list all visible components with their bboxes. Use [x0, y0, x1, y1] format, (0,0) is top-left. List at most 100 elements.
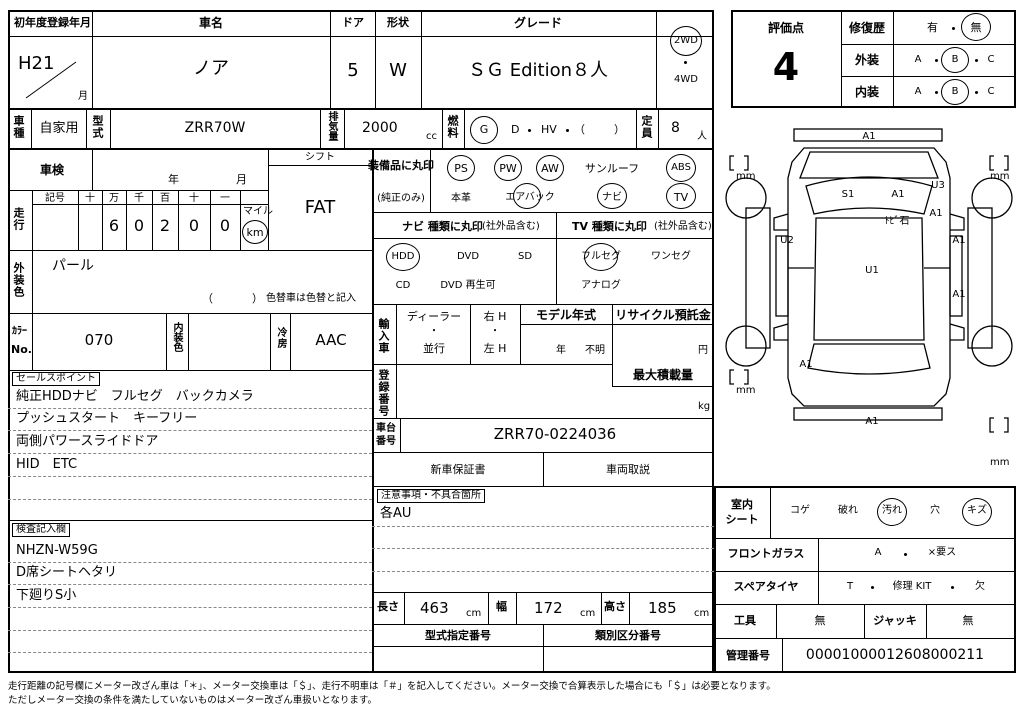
navi-hdd: HDD: [391, 251, 415, 262]
int-grade-b-circle: [941, 79, 969, 105]
mark-right-door: A1: [952, 235, 966, 246]
mileage-digit-4: 2: [159, 216, 171, 235]
import-right-h: 右 H: [483, 310, 507, 323]
int-grade-c: C: [987, 86, 995, 97]
score-label: 評価点: [767, 21, 805, 35]
width-unit: cm: [580, 608, 596, 619]
mileage-digit-3: 0: [133, 216, 145, 235]
width-label: 幅: [496, 600, 507, 613]
import-dealer: ディーラー: [406, 310, 462, 323]
ext-grade-a: A: [914, 54, 922, 65]
equip-leather: 本革: [451, 193, 471, 204]
navi-type-label: ナビ 種類に丸印: [402, 220, 483, 233]
drive-2wd-circle: [670, 26, 702, 56]
max-load-kg: kg: [698, 401, 711, 412]
height-value: 185: [648, 599, 677, 617]
exterior-grade-label: 外装: [854, 53, 880, 67]
ext-color-value: パール: [52, 258, 94, 274]
mileage-label: 走行: [12, 207, 25, 231]
inspection-line-1: NHZN‐W59G: [16, 543, 98, 558]
navi-sd: SD: [517, 251, 533, 262]
mark-fender-right-2: A1: [929, 208, 943, 219]
tv-oneseg: ワンセグ: [651, 251, 691, 262]
navi-dvd-play: DVD 再生可: [440, 280, 496, 291]
mileage-mile: マイル: [243, 206, 273, 217]
doc-warranty: 新車保証書: [430, 463, 486, 476]
ac-label: 冷房: [275, 327, 286, 349]
notes-value: 各AU: [380, 506, 412, 521]
ext-grade-b-circle: [941, 47, 969, 73]
ext-color-note: 色替車は色替と記入: [266, 293, 356, 304]
ext-color-note-open: （: [202, 292, 213, 305]
repair-yes: 有: [927, 21, 938, 34]
category-number-label: 類別区分番号: [595, 629, 661, 642]
car-name-value: ノア: [193, 58, 229, 79]
sales-line-4: HID ETC: [16, 457, 78, 472]
spare-tire-none: 欠: [975, 581, 985, 592]
equip-ps: PS: [454, 162, 468, 175]
model-year-unknown: 不明: [585, 345, 605, 356]
grade-value: ＳＧ Edition８人: [467, 60, 609, 81]
repair-no-circle: [961, 13, 991, 41]
import-left-h: 左 H: [483, 342, 507, 355]
length-value: 463: [420, 599, 449, 617]
equip-airbag: エアバック: [505, 192, 555, 203]
windshield-label: フロントガラス: [727, 547, 805, 560]
inspection-line-3: 下廻りS小: [16, 588, 77, 603]
equip-pw: PW: [499, 162, 517, 175]
grade-label: グレード: [513, 16, 563, 30]
tools-label: 工具: [734, 614, 756, 627]
fuel-g-circle: [470, 116, 498, 144]
category-value: 自家用: [39, 121, 79, 136]
mark-windshield: ﾄﾋﾞ石: [884, 216, 910, 227]
sheet-stain-circle: [877, 498, 907, 526]
sheet-scratch-circle: [962, 498, 992, 526]
category-label: 車種: [12, 115, 25, 139]
import-dot-2: ・: [490, 326, 500, 337]
recycle-yen: 円: [698, 345, 708, 356]
reg-year-slash: [25, 61, 77, 99]
hdd-circle: [386, 243, 420, 271]
mileage-unit-3: 千: [134, 193, 144, 204]
equip-aw: AW: [541, 162, 559, 175]
spare-tire-t: T: [846, 581, 854, 592]
ext-color-label: 外装色: [12, 262, 25, 298]
model-year-unit: 年: [556, 345, 566, 356]
tv-fullseg: フルセグ: [581, 251, 621, 262]
fuel-other-close: ）: [614, 123, 625, 136]
equip-sunroof: サンルーフ: [584, 162, 640, 175]
sheet-hole: 穴: [930, 505, 940, 516]
doc-manual: 車両取説: [606, 463, 650, 476]
mark-left-quarter: A1: [799, 359, 813, 370]
tread-mm-fr: mm: [990, 171, 1010, 182]
interior-sheet-label-2: シート: [725, 513, 759, 526]
ext-color-note-close: ）: [252, 292, 263, 305]
int-grade-a: A: [914, 86, 922, 97]
interior-sheet-label-1: 室内: [731, 498, 753, 511]
navi-dvd: DVD: [456, 251, 480, 262]
mark-hood-left: S1: [841, 189, 855, 200]
height-unit: cm: [694, 608, 710, 619]
score-value: 4: [772, 45, 800, 89]
mark-right-rear: A1: [952, 289, 966, 300]
capacity-label: 定員: [640, 115, 653, 139]
navi-cd: CD: [395, 280, 411, 291]
inspection-line-2: D席シートヘタリ: [16, 565, 118, 580]
car-name-label: 車名: [198, 16, 224, 30]
mileage-unit-5: 十: [189, 193, 199, 204]
sales-points-label: セールスポイント: [12, 372, 100, 386]
shift-value: FAT: [304, 197, 336, 218]
fullseg-circle: [584, 243, 618, 271]
shaken-year: 年: [168, 173, 179, 186]
jack-label: ジャッキ: [873, 614, 917, 627]
chassis-label-1: 車台: [376, 423, 396, 434]
mark-hood-right: A1: [891, 189, 905, 200]
navi-type-sub: (社外品含む): [482, 221, 540, 232]
tread-mm-rr: mm: [990, 457, 1010, 468]
import-parallel: 並行: [423, 342, 445, 355]
footer-line-1: 走行距離の記号欄にメーター改ざん車は「＊」、メーター交換車は「＄」、走行不明車は…: [8, 681, 776, 692]
interior-grade-label: 内装: [854, 85, 880, 99]
displacement-value: 2000: [362, 120, 398, 136]
interior-color-label: 内装色: [171, 322, 182, 352]
